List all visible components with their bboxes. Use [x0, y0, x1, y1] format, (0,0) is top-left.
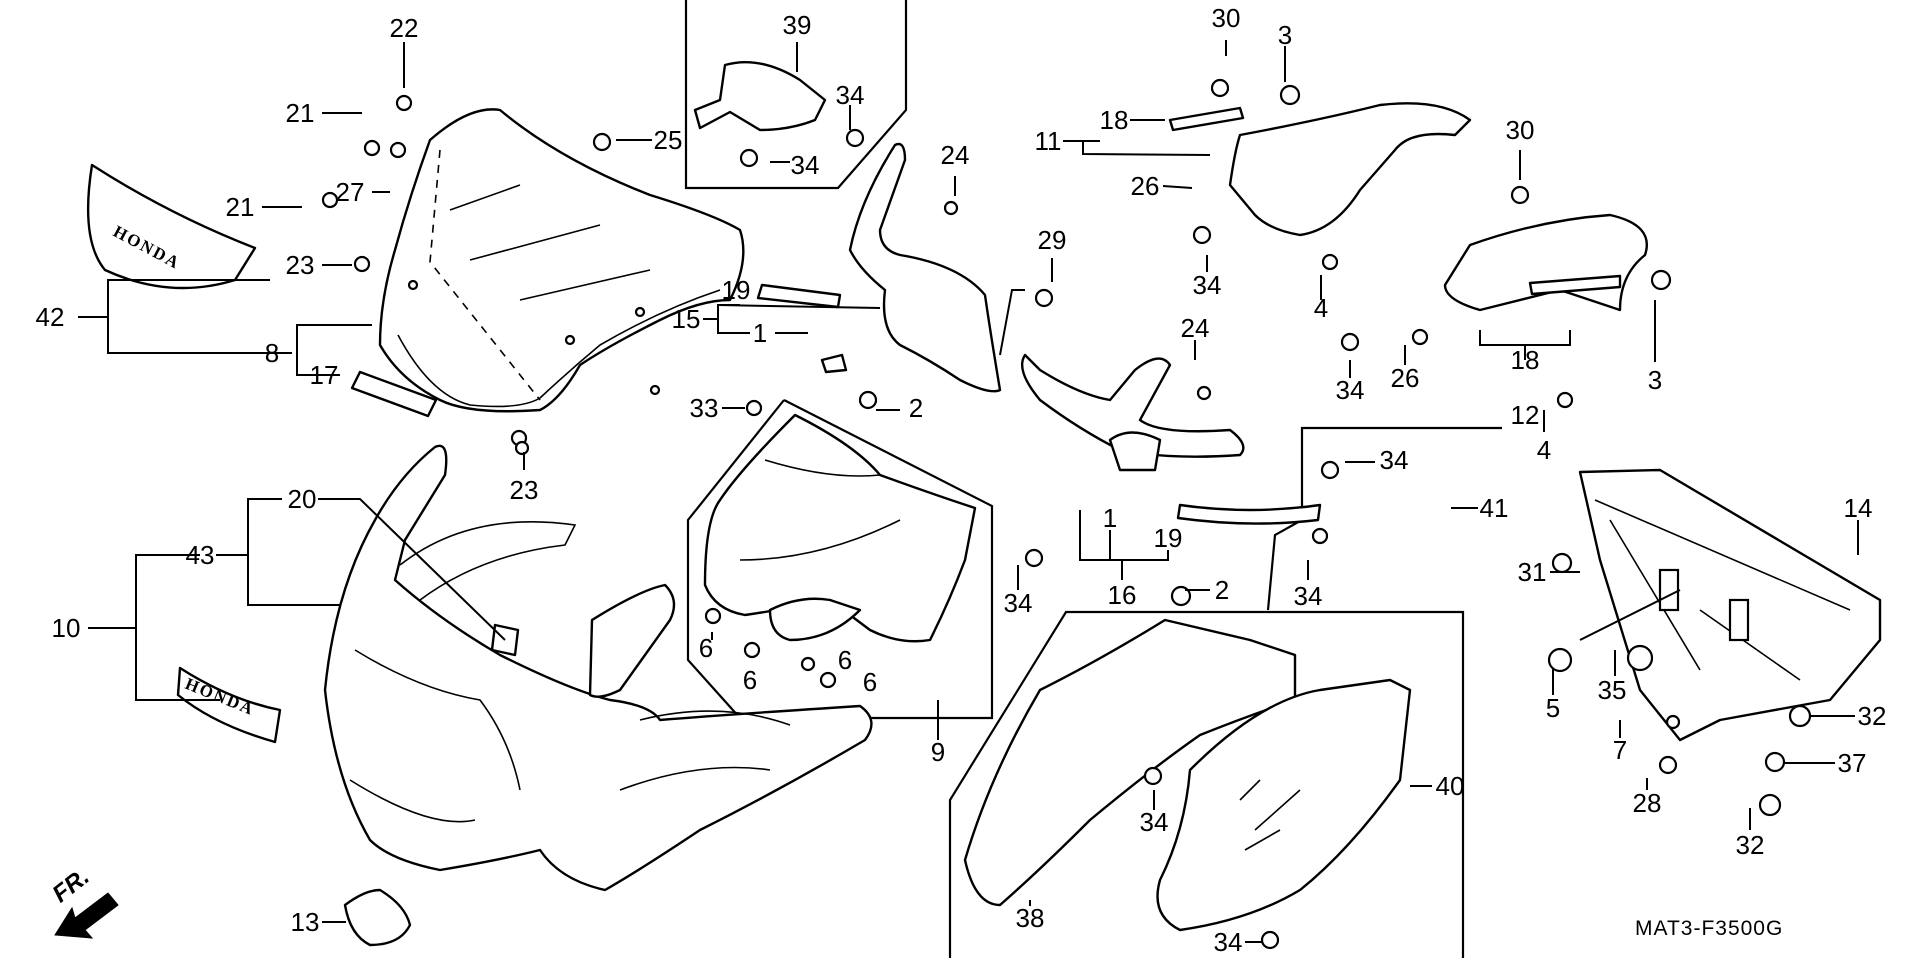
callout-6[interactable]: 6	[698, 633, 714, 663]
inner-duct-9-part	[703, 413, 977, 643]
callout-42[interactable]: 42	[35, 302, 65, 332]
callout-32[interactable]: 32	[1857, 701, 1887, 731]
callout-33[interactable]: 33	[689, 393, 719, 423]
callout-22[interactable]: 22	[389, 13, 419, 43]
callout-15[interactable]: 15	[671, 304, 701, 334]
leader-lines	[78, 40, 1859, 943]
callout-26[interactable]: 26	[1390, 363, 1420, 393]
callout-24[interactable]: 24	[940, 140, 970, 170]
callout-1[interactable]: 1	[1102, 503, 1118, 533]
callout-20[interactable]: 20	[287, 484, 317, 514]
callout-14[interactable]: 14	[1843, 493, 1873, 523]
callout-13[interactable]: 13	[290, 907, 320, 937]
windscreen-part	[378, 108, 745, 413]
callout-32[interactable]: 32	[1735, 830, 1765, 860]
callout-9[interactable]: 9	[930, 737, 946, 767]
windscreen-decal-part: HONDA	[86, 163, 257, 290]
callout-6[interactable]: 6	[862, 667, 878, 697]
diagram-code: MAT3-F3500G	[1635, 917, 1784, 940]
callout-21[interactable]: 21	[285, 98, 315, 128]
air-duct-38-part	[963, 618, 1297, 907]
callout-34[interactable]: 34	[1139, 807, 1169, 837]
callout-11[interactable]: 11	[1034, 126, 1062, 156]
callout-30[interactable]: 30	[1211, 3, 1241, 33]
callout-1[interactable]: 1	[752, 318, 768, 348]
callout-18[interactable]: 18	[1510, 345, 1540, 375]
callout-2[interactable]: 2	[908, 393, 924, 423]
callout-31[interactable]: 31	[1517, 557, 1547, 587]
callout-4[interactable]: 4	[1313, 293, 1329, 323]
callout-35[interactable]: 35	[1597, 675, 1627, 705]
callout-16[interactable]: 16	[1107, 580, 1137, 610]
box-40	[948, 610, 1465, 958]
cap-13-part	[343, 888, 412, 947]
callout-34[interactable]: 34	[1335, 375, 1365, 405]
callout-30[interactable]: 30	[1505, 115, 1535, 145]
callout-23[interactable]: 23	[509, 475, 539, 505]
callout-34[interactable]: 34	[1003, 588, 1033, 618]
callout-26[interactable]: 26	[1130, 171, 1160, 201]
callout-4[interactable]: 4	[1536, 435, 1552, 465]
callout-34[interactable]: 34	[1293, 581, 1323, 611]
callout-3[interactable]: 3	[1647, 365, 1663, 395]
callout-27[interactable]: 27	[335, 177, 365, 207]
upper-cowl-part	[323, 444, 873, 892]
callout-40[interactable]: 40	[1435, 771, 1465, 801]
inner-cover-11-part	[1228, 102, 1472, 237]
inner-panel-15-part	[848, 142, 1002, 393]
callout-18[interactable]: 18	[1099, 105, 1129, 135]
callout-12[interactable]: 12	[1510, 400, 1540, 430]
callout-3[interactable]: 3	[1277, 20, 1293, 50]
callout-38[interactable]: 38	[1015, 903, 1045, 933]
callout-19[interactable]: 19	[1153, 523, 1183, 553]
air-duct-40-part	[1156, 678, 1412, 932]
callout-37[interactable]: 37	[1837, 748, 1867, 778]
callout-39[interactable]: 39	[782, 10, 812, 40]
callout-8[interactable]: 8	[264, 338, 280, 368]
inner-cover-12-part	[1443, 213, 1648, 312]
callout-23[interactable]: 23	[285, 250, 315, 280]
rubber-strips-part	[756, 106, 1622, 525]
callout-43[interactable]: 43	[185, 540, 215, 570]
callout-29[interactable]: 29	[1037, 225, 1067, 255]
bracket-39-part	[693, 60, 827, 132]
callout-34[interactable]: 34	[835, 80, 865, 110]
callout-34[interactable]: 34	[1379, 445, 1409, 475]
box-39	[684, 0, 908, 190]
callout-19[interactable]: 19	[721, 275, 751, 305]
front-direction-arrow	[54, 892, 119, 939]
callout-7[interactable]: 7	[1612, 735, 1628, 765]
callout-17[interactable]: 17	[309, 360, 339, 390]
fasteners	[321, 78, 1812, 950]
callout-2[interactable]: 2	[1214, 575, 1230, 605]
callout-34[interactable]: 34	[790, 150, 820, 180]
callout-41[interactable]: 41	[1479, 493, 1509, 523]
cowl-stay-part	[1578, 468, 1882, 742]
inner-panel-16-part	[1020, 353, 1245, 458]
callout-5[interactable]: 5	[1545, 693, 1561, 723]
callout-10[interactable]: 10	[51, 613, 81, 643]
callout-25[interactable]: 25	[653, 125, 683, 155]
cowl-decal-part: HONDA	[176, 666, 282, 744]
callout-6[interactable]: 6	[742, 665, 758, 695]
callout-21[interactable]: 21	[225, 192, 255, 222]
callout-28[interactable]: 28	[1632, 788, 1662, 818]
callout-34[interactable]: 34	[1213, 927, 1243, 957]
seal-strip-part	[350, 370, 438, 418]
callout-24[interactable]: 24	[1180, 313, 1210, 343]
callout-34[interactable]: 34	[1192, 270, 1222, 300]
callout-6[interactable]: 6	[837, 645, 853, 675]
